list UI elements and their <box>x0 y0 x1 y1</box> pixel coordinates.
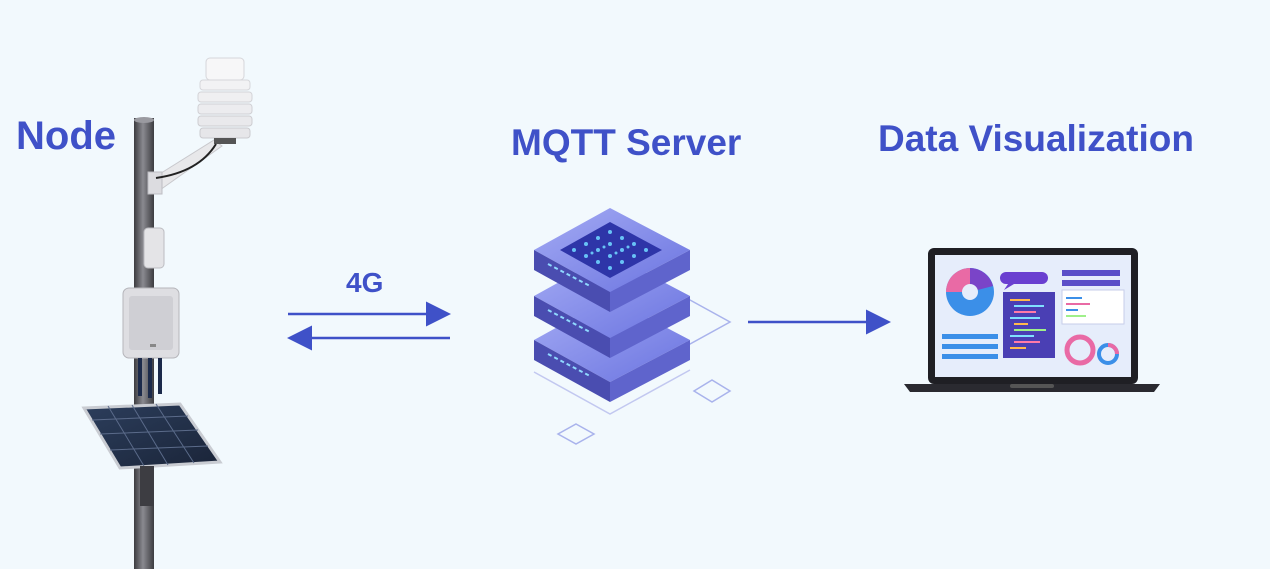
weather-station-node <box>81 57 253 569</box>
mqtt-server-label: MQTT Server <box>511 122 742 163</box>
node-label: Node <box>16 114 116 158</box>
server-stack-icon <box>533 208 732 445</box>
4g-link-label: 4G <box>346 267 384 298</box>
laptop-dashboard-icon <box>904 248 1160 392</box>
donut-chart-graphic <box>1064 334 1096 366</box>
link-arrows <box>287 301 451 351</box>
radiation-shield-sensor <box>197 57 253 144</box>
junction-box <box>143 227 165 269</box>
solar-panel <box>81 402 223 506</box>
data-visualization-label: Data Visualization <box>878 118 1194 159</box>
